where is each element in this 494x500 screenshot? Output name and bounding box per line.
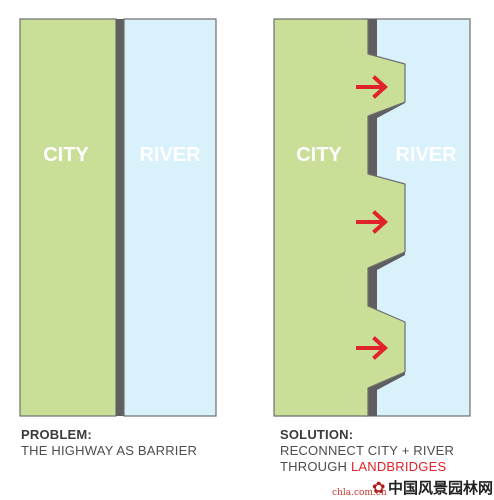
solution-line-2: THROUGH LANDBRIDGES [280,459,454,475]
highway-left [116,19,124,416]
watermark: ✿ 中国风景园林网 chla.com.cn [332,476,494,498]
arrow-right-icon [356,336,388,360]
solution-highlight: LANDBRIDGES [350,459,447,474]
city-block-left [19,18,117,417]
arrow-right-icon [356,75,388,99]
problem-text: THE HIGHWAY AS BARRIER [21,443,198,458]
river-label-left: RIVER [139,144,201,166]
watermark-site: chla.com.cn [332,488,387,498]
problem-caption: PROBLEM: THE HIGHWAY AS BARRIER [21,427,197,459]
solution-line-1: RECONNECT CITY + RIVER [280,443,455,458]
solution-line-2-prefix: THROUGH [280,459,348,474]
city-label-right: CITY [296,144,342,166]
river-block-left [123,18,217,417]
arrow-right-icon [356,210,388,234]
city-label-left: CITY [43,144,89,166]
problem-heading: PROBLEM: [21,427,92,442]
river-label-right: RIVER [395,144,457,166]
city-block-right [273,18,406,417]
watermark-name: 中国风景园林网 [388,479,494,497]
solution-caption: SOLUTION: RECONNECT CITY + RIVER THROUGH… [280,427,454,475]
watermark-logo-icon: ✿ [372,478,386,497]
problem-panel: CITY RIVER [19,18,217,417]
solution-panel: CITY RIVER [273,18,471,417]
solution-heading: SOLUTION: [280,427,354,442]
